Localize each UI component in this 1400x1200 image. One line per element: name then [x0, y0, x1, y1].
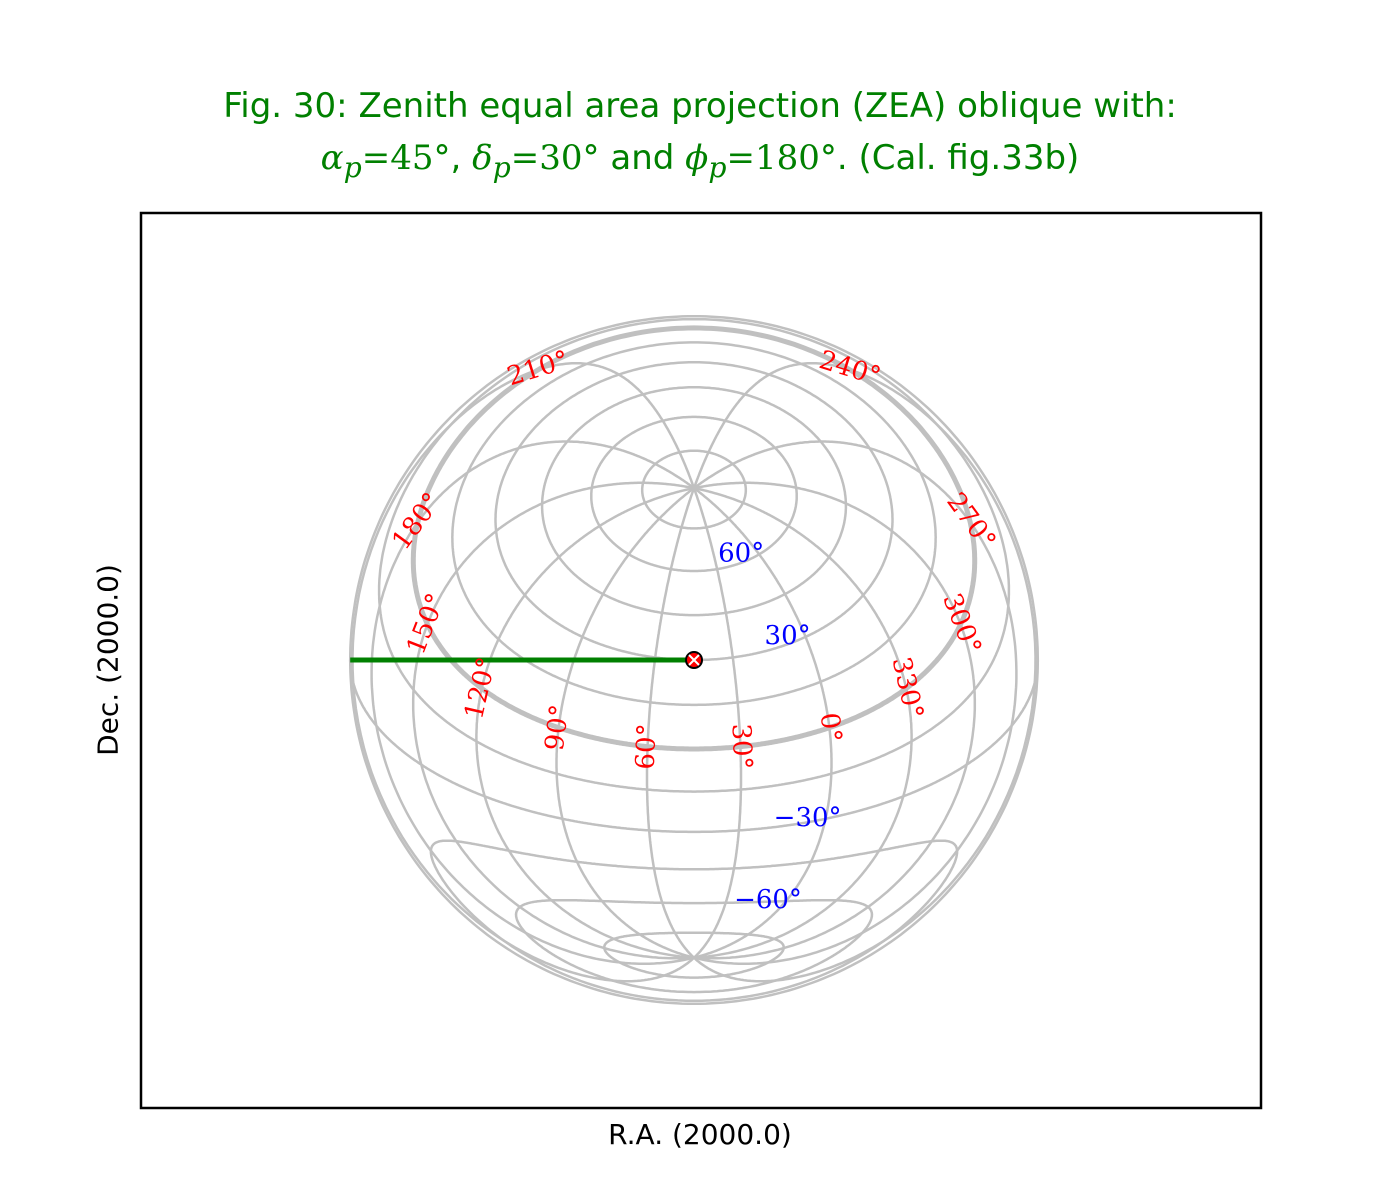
grid-labels: 0°30°60°90°120°150°180°210°240°270°300°3… [386, 345, 1001, 915]
ra-label-120: 120° [459, 654, 502, 722]
parallel-dec-45 [540, 386, 848, 617]
parallel-dec--60 [514, 898, 874, 994]
phi-symbol: ϕp [685, 138, 727, 184]
parallel-dec-30 [494, 361, 894, 662]
phi-value: =180° [726, 138, 837, 178]
parallel-dec-0 [410, 325, 978, 752]
parallel-dec-15 [451, 341, 937, 707]
dec-label-60: 60° [718, 538, 764, 568]
meridian-ra-120 [475, 486, 695, 959]
parallel-dec--75 [603, 931, 785, 979]
dec-label-30: 30° [765, 621, 811, 651]
meridian-ra-60 [645, 487, 696, 959]
parallel-dec--15 [377, 317, 1011, 793]
title-sep1: , [450, 138, 473, 178]
projection-limb [348, 314, 1040, 1006]
parallel-dec--45 [429, 839, 959, 1003]
ra-label-30: 30° [725, 723, 757, 770]
ra-label-330: 330° [886, 654, 929, 722]
ra-label-210: 210° [504, 345, 573, 392]
marker-cross [688, 654, 700, 666]
ra-label-0: 0° [814, 711, 847, 744]
meridian-ra-210 [351, 361, 696, 983]
title-and: and [599, 138, 686, 178]
alpha-value: =45° [361, 138, 451, 178]
alpha-symbol: αp [320, 138, 362, 184]
axes-frame [139, 211, 1263, 1110]
y-axis-label: Dec. (2000.0) [91, 564, 125, 756]
delta-symbol: δp [472, 138, 511, 184]
projection-border [348, 314, 1040, 1006]
dec-label--60: −60° [734, 885, 802, 915]
projection-center-marker [685, 651, 703, 669]
title-tail: . (Cal. fig.33b) [836, 138, 1080, 178]
parallel-dec-75 [640, 449, 748, 530]
delta-value: =30° [510, 138, 600, 178]
ra-label-240: 240° [816, 345, 885, 392]
dec-parallels [348, 317, 1040, 1003]
figure-title-line2: αp=45°, δp=30° and ϕp=180°. (Cal. fig.33… [0, 138, 1400, 184]
ra-meridians [351, 361, 1037, 983]
dec-label--30: −30° [774, 803, 842, 833]
ra-label-60: 60° [631, 723, 663, 770]
parallel-dec--30 [348, 660, 1040, 834]
x-axis-label: R.A. (2000.0) [608, 1118, 792, 1151]
ra-label-90: 90° [540, 703, 575, 752]
figure-title-line1: Fig. 30: Zenith equal area projection (Z… [223, 86, 1177, 126]
parallel-dec-60 [590, 415, 798, 573]
